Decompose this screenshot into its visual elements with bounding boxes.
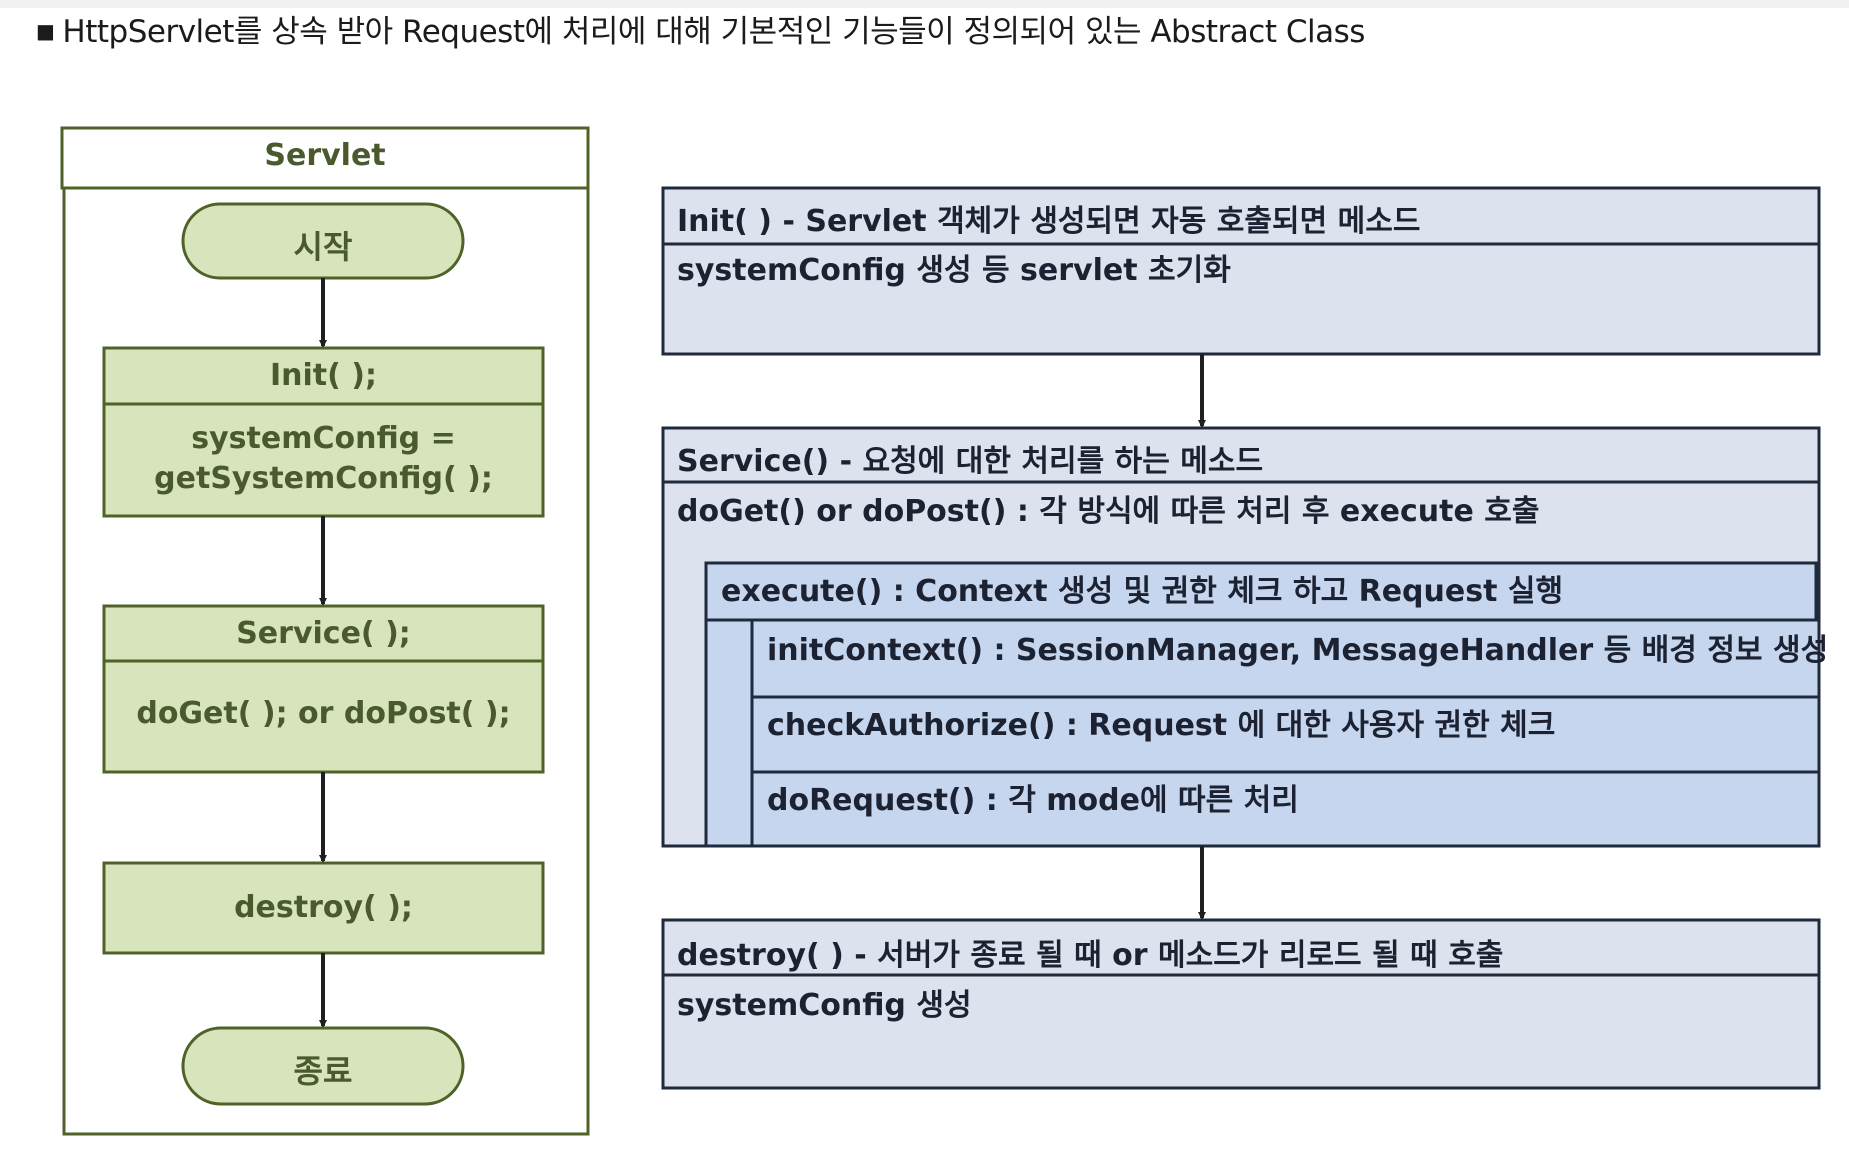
init-context-label: initContext() : SessionManager, MessageH… — [767, 633, 1829, 668]
service-body-label: doGet( ); or doPost( ); — [136, 696, 511, 731]
destroy-process-box — [102, 861, 545, 955]
end-label: 종료 — [293, 1052, 353, 1090]
destroy-detail-box — [661, 918, 1821, 1090]
init-header-label: Init( ); — [269, 358, 377, 393]
servlet-title: Servlet — [264, 138, 386, 173]
init-process-box — [102, 346, 545, 518]
start-label: 시작 — [293, 228, 353, 266]
service-detail-header: Service() - 요청에 대한 처리를 하는 메소드 — [677, 444, 1264, 479]
execute-label: execute() : Context 생성 및 권한 체크 하고 Reques… — [721, 574, 1564, 609]
top-strip — [0, 0, 1849, 8]
destroy-label: destroy( ); — [234, 890, 413, 925]
do-request-label: doRequest() : 각 mode에 따른 처리 — [767, 783, 1299, 818]
service-header-label: Service( ); — [236, 616, 411, 651]
init-detail-body: systemConfig 생성 등 servlet 초기화 — [677, 253, 1231, 288]
execute-inner-box — [750, 618, 1821, 848]
heading-text: HttpServlet를 상속 받아 Request에 처리에 대해 기본적인 … — [62, 14, 1365, 50]
bullet-icon: ■ — [36, 19, 55, 43]
init-detail-header: Init( ) - Servlet 객체가 생성되면 자동 호출되면 메소드 — [677, 204, 1421, 239]
check-authorize-label: checkAuthorize() : Request 에 대한 사용자 권한 체… — [767, 708, 1556, 743]
end-terminal — [181, 1026, 465, 1106]
destroy-detail-header: destroy( ) - 서버가 종료 될 때 or 메소드가 리로드 될 때 … — [677, 938, 1504, 973]
page-heading: ■ HttpServlet를 상속 받아 Request에 처리에 대해 기본적인… — [36, 6, 1365, 51]
service-detail-body: doGet() or doPost() : 각 방식에 따른 처리 후 exec… — [677, 494, 1540, 529]
init-detail-box — [661, 186, 1821, 356]
servlet-title-bar — [60, 126, 590, 190]
destroy-detail-body: systemConfig 생성 — [677, 988, 972, 1023]
init-body-line1: systemConfig = — [191, 421, 456, 456]
init-body-line2: getSystemConfig( ); — [154, 461, 493, 496]
